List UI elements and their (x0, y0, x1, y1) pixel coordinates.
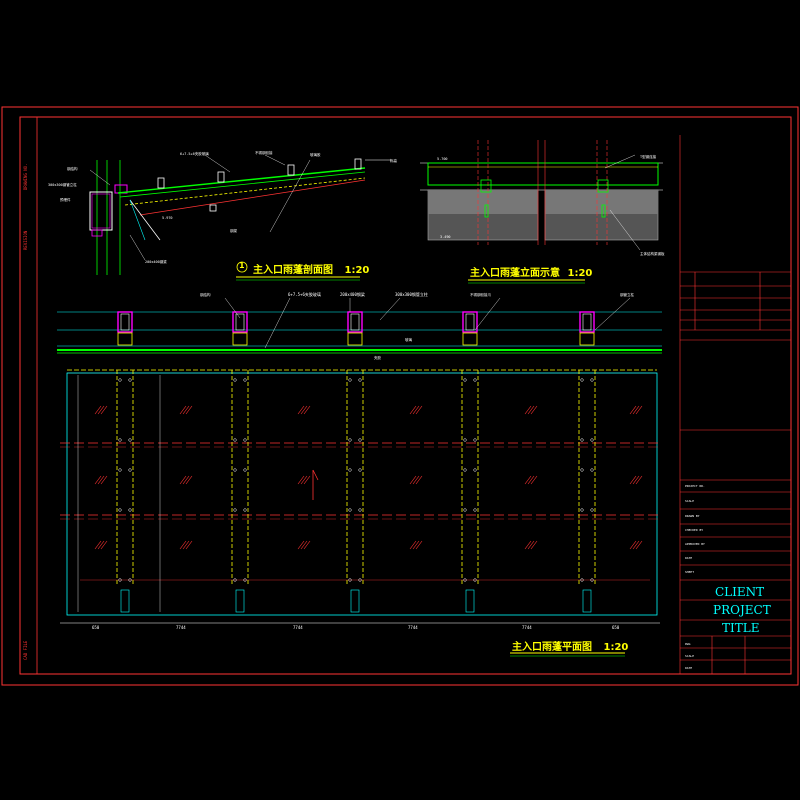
svg-text:REVISION: REVISION (23, 230, 28, 250)
plan-view: 钢结构 不锈钢驳接爪 钢管立柱 玻璃 夹胶 (57, 292, 662, 624)
svg-text:钢结构: 钢结构 (67, 166, 78, 171)
svg-text:DRAWING NO.: DRAWING NO. (23, 164, 28, 191)
svg-text:SHEET: SHEET (685, 570, 694, 574)
svg-text:钢管立柱: 钢管立柱 (620, 292, 634, 297)
svg-text:预埋件: 预埋件 (60, 197, 71, 202)
column-connector (117, 311, 133, 333)
svg-text:玻璃胶: 玻璃胶 (310, 152, 321, 157)
svg-text:3.490: 3.490 (440, 235, 451, 239)
svg-text:200x400钢梁: 200x400钢梁 (145, 259, 167, 264)
dimension-label: 7744 (408, 625, 418, 630)
plan-callouts: 6+7.5+6夹胶玻璃 200x400钢梁 300x300钢管立柱 (288, 291, 428, 297)
dimension-label: 650 (612, 625, 620, 630)
callout-glass: 6+7.5+6夹胶玻璃 (288, 291, 321, 297)
plan-view-scale: 1:20 (603, 642, 629, 653)
svg-text:300x300钢管立柱: 300x300钢管立柱 (48, 182, 77, 187)
column-connector (232, 311, 248, 333)
dimension-label: 7744 (176, 625, 186, 630)
title-block-project: PROJECT (713, 603, 771, 617)
callout-beam: 200x400钢梁 (340, 291, 365, 297)
svg-text:SCALE: SCALE (685, 499, 694, 503)
plan-view-title-text: 主入口雨蓬平面图 (512, 642, 592, 653)
svg-text:CAD FILE: CAD FILE (23, 640, 28, 660)
plan-dimension-labels: 650 7744 7744 7744 7744 650 (92, 625, 620, 630)
left-margin-notes: DRAWING NO. REVISION CAD FILE (23, 164, 28, 661)
section-marker (236, 261, 248, 273)
elevation-view-scale: 1:20 (567, 268, 593, 279)
section-marker-text: 1 (239, 261, 245, 270)
svg-text:6+7.5+6夹胶玻璃: 6+7.5+6夹胶玻璃 (180, 151, 209, 156)
svg-text:主体结构梁钢板: 主体结构梁钢板 (640, 251, 665, 256)
section-view-title: 主入口雨蓬剖面图 1:20 (253, 261, 369, 276)
elevation-view-title: 主入口雨蓬立面示意 1:20 (470, 264, 592, 279)
dimension-label: 7744 (522, 625, 532, 630)
svg-text:玻璃: 玻璃 (405, 337, 413, 342)
outer-border (1, 106, 799, 686)
dimension-label: 650 (92, 625, 100, 630)
column-connector (347, 311, 363, 333)
section-view: 钢结构 300x300钢管立柱 预埋件 6+7.5+6夹胶玻璃 不锈钢驳接 玻璃… (48, 150, 398, 275)
dimension-label: 7744 (293, 625, 303, 630)
elevation-view: 5.700 T型钢连接 主体结构梁钢板 3.490 (420, 140, 665, 256)
svg-text:DWG: DWG (685, 642, 691, 646)
section-marker-number: 1 (239, 261, 245, 270)
column-connector (462, 311, 478, 333)
svg-text:SCALE: SCALE (685, 654, 694, 658)
svg-text:T型钢连接: T型钢连接 (640, 154, 657, 159)
section-view-scale: 1:20 (344, 265, 370, 276)
section-view-title-text: 主入口雨蓬剖面图 (253, 265, 333, 276)
elevation-view-title-text: 主入口雨蓬立面示意 (470, 268, 560, 279)
svg-text:PROJECT NO.: PROJECT NO. (685, 484, 705, 488)
inner-border (19, 116, 792, 675)
svg-text:CHECKED BY: CHECKED BY (685, 528, 703, 532)
callout-column: 300x300钢管立柱 (395, 291, 428, 297)
svg-text:DRAWN BY: DRAWN BY (685, 514, 700, 518)
svg-text:5.700: 5.700 (437, 157, 448, 161)
svg-text:夹胶: 夹胶 (374, 355, 382, 360)
title-block-client: CLIENT (715, 585, 765, 599)
svg-text:5.970: 5.970 (162, 216, 173, 220)
svg-text:DATE: DATE (685, 556, 692, 560)
svg-text:标高: 标高 (390, 158, 398, 163)
svg-text:DATE: DATE (685, 666, 692, 670)
column-connector (579, 311, 595, 333)
svg-text:不锈钢驳接: 不锈钢驳接 (255, 150, 273, 155)
svg-text:APPROVED BY: APPROVED BY (685, 542, 705, 546)
svg-text:钢梁: 钢梁 (230, 228, 237, 233)
svg-text:不锈钢驳接爪: 不锈钢驳接爪 (470, 292, 491, 297)
svg-text:钢结构: 钢结构 (200, 292, 211, 297)
title-block-title: TITLE (722, 621, 760, 635)
title-block (679, 135, 791, 674)
plan-view-title: 主入口雨蓬平面图 1:20 (512, 638, 628, 653)
